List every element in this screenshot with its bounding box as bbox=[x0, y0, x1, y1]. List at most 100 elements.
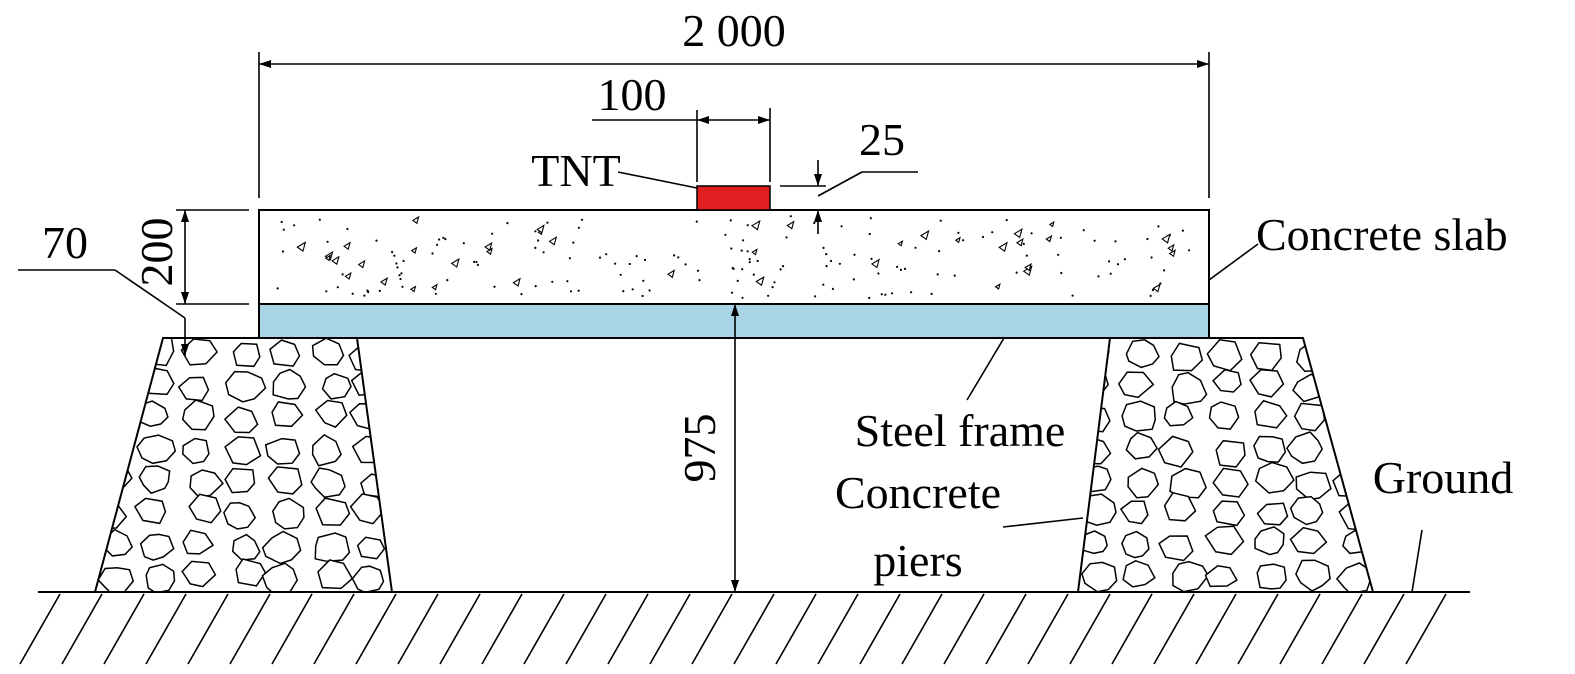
aggregate-stone bbox=[311, 433, 342, 467]
aggregate-dot bbox=[436, 243, 439, 246]
aggregate-dot bbox=[729, 219, 732, 222]
aggregate-stone bbox=[95, 501, 128, 530]
aggregate-dot bbox=[475, 260, 478, 264]
pier-inset-dimension-text: 70 bbox=[42, 217, 88, 268]
aggregate-dot bbox=[813, 221, 816, 225]
aggregate-dot bbox=[698, 279, 701, 282]
aggregate-dot bbox=[534, 230, 537, 233]
aggregate-stone bbox=[1079, 465, 1112, 493]
aggregate-stone bbox=[350, 369, 385, 397]
aggregate-stone bbox=[1212, 467, 1249, 498]
aggregate-chip bbox=[1024, 262, 1032, 272]
aggregate-stone bbox=[177, 376, 210, 402]
hatch-line bbox=[1027, 593, 1069, 665]
aggregate-dot bbox=[572, 241, 575, 244]
aggregate-stone bbox=[1256, 502, 1289, 526]
aggregate-dot bbox=[351, 292, 354, 295]
aggregate-dot bbox=[1150, 256, 1153, 259]
aggregate-stone bbox=[261, 530, 302, 565]
aggregate-dot bbox=[546, 221, 549, 224]
aggregate-stone bbox=[1215, 439, 1246, 468]
aggregate-chip bbox=[755, 275, 765, 287]
dimension-tnt-length: 100 bbox=[592, 69, 771, 182]
aggregate-chip bbox=[1161, 233, 1171, 244]
aggregate-dot bbox=[577, 289, 580, 292]
aggregate-stone bbox=[1079, 338, 1110, 365]
aggregate-dot bbox=[1123, 258, 1126, 261]
hatch-line bbox=[943, 593, 985, 665]
aggregate-dot bbox=[506, 222, 509, 225]
aggregate-dot bbox=[542, 251, 545, 254]
aggregate-stone bbox=[351, 435, 388, 464]
aggregate-dot bbox=[1108, 260, 1111, 263]
slab-thickness-dimension-text: 200 bbox=[131, 218, 182, 287]
ground-label-group: Ground bbox=[1373, 452, 1513, 593]
aggregate-stone bbox=[1293, 402, 1326, 432]
aggregate-stone bbox=[317, 559, 354, 590]
aggregate-dot bbox=[1157, 225, 1160, 228]
dimension-slab-thickness: 200 bbox=[131, 209, 249, 305]
aggregate-chip bbox=[296, 241, 307, 253]
aggregate-chip bbox=[450, 257, 460, 268]
aggregate-chip bbox=[324, 254, 332, 262]
aggregate-dot bbox=[1097, 275, 1100, 278]
aggregate-dot bbox=[551, 280, 554, 283]
aggregate-dot bbox=[537, 239, 540, 242]
aggregate-stone bbox=[145, 563, 176, 592]
aggregate-stone bbox=[133, 497, 167, 525]
left-concrete-pier bbox=[93, 337, 394, 593]
aggregate-stone bbox=[1125, 339, 1160, 369]
aggregate-stone bbox=[232, 342, 261, 368]
aggregate-stone bbox=[1249, 342, 1282, 372]
aggregate-dot bbox=[730, 247, 733, 250]
aggregate-stone bbox=[349, 493, 386, 525]
aggregate-dot bbox=[643, 258, 647, 261]
aggregate-dot bbox=[981, 235, 985, 239]
steel-frame-label-group: Steel frame bbox=[855, 337, 1065, 456]
aggregate-dot bbox=[628, 262, 631, 266]
clearance-dimension-text: 975 bbox=[674, 414, 725, 483]
aggregate-stone bbox=[1212, 368, 1242, 393]
aggregate-dot bbox=[442, 236, 445, 239]
aggregate-chip bbox=[994, 282, 1001, 290]
aggregate-dot bbox=[281, 250, 285, 253]
aggregate-stone bbox=[272, 368, 307, 400]
tnt-charge bbox=[696, 185, 771, 211]
hatch-line bbox=[103, 593, 145, 665]
hatch-line bbox=[61, 593, 103, 665]
aggregate-stone bbox=[1158, 535, 1194, 562]
aggregate-stone bbox=[97, 566, 135, 592]
aggregate-dot bbox=[438, 238, 441, 241]
tnt-label: TNT bbox=[531, 145, 620, 196]
aggregate-chip bbox=[484, 241, 493, 252]
aggregate-dot bbox=[605, 253, 608, 256]
aggregate-dot bbox=[476, 263, 479, 266]
hatch-line bbox=[481, 593, 523, 665]
aggregate-dot bbox=[736, 279, 739, 282]
aggregate-dot bbox=[741, 296, 744, 299]
aggregate-chip bbox=[536, 224, 545, 234]
aggregate-dot bbox=[1151, 288, 1154, 292]
aggregate-chip bbox=[331, 255, 340, 266]
aggregate-chip bbox=[343, 241, 351, 251]
aggregate-dot bbox=[789, 215, 792, 218]
aggregate-dot bbox=[401, 285, 404, 288]
aggregate-stone bbox=[96, 374, 131, 404]
aggregate-dot bbox=[1059, 236, 1062, 239]
aggregate-stone bbox=[231, 533, 261, 561]
aggregate-dot bbox=[569, 290, 573, 293]
hatch-line bbox=[229, 593, 271, 665]
aggregate-dot bbox=[740, 249, 743, 252]
aggregate-dot bbox=[684, 263, 687, 266]
aggregate-stone bbox=[235, 558, 267, 587]
ground-hatching bbox=[19, 593, 1447, 665]
hatch-line bbox=[523, 593, 565, 665]
aggregate-chip bbox=[357, 259, 366, 269]
aggregate-dot bbox=[1109, 272, 1112, 275]
aggregate-stone bbox=[1295, 471, 1332, 501]
aggregate-dot bbox=[936, 273, 939, 276]
aggregate-stone bbox=[1171, 371, 1208, 405]
hatch-line bbox=[313, 593, 355, 665]
aggregate-dot bbox=[910, 291, 913, 294]
aggregate-chip bbox=[512, 277, 521, 287]
